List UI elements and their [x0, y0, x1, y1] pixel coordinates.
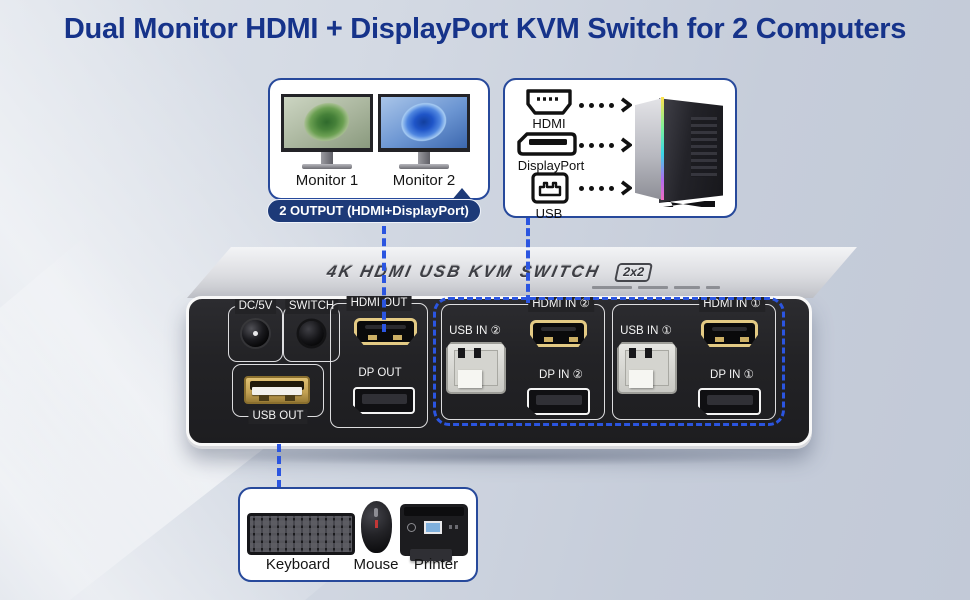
usb-out-port	[244, 376, 310, 404]
monitor-stand	[418, 152, 430, 164]
tower-feet	[663, 201, 715, 207]
monitor-2-label: Monitor 2	[392, 172, 456, 189]
hdmi-in-1-label: HDMI IN ①	[699, 297, 765, 312]
usb-in-1-label: USB IN ①	[620, 325, 672, 337]
output-badge: 2 OUTPUT (HDMI+DisplayPort)	[267, 199, 481, 223]
usb-in-1-port	[617, 342, 677, 394]
tower-vents	[691, 117, 717, 177]
connector-line-usb-out-to-peripherals	[277, 444, 281, 488]
tower-front-panel	[635, 98, 663, 200]
desktop-tower-image	[629, 95, 725, 207]
kvm-switch-top-surface: 4K HDMI USB KVM SWITCH 2x2	[187, 247, 857, 298]
keyboard-label: Keyboard	[265, 556, 331, 573]
tower-rgb-strip	[661, 97, 664, 200]
dotted-arrow-icon	[579, 180, 632, 196]
usb-connector-icon	[531, 172, 569, 204]
dp-out-label: DP OUT	[358, 367, 402, 379]
keyboard-image	[247, 513, 355, 555]
green-bloom-wallpaper	[292, 97, 362, 148]
usb-out-group: USB OUT	[232, 364, 324, 424]
dc-5v-label: DC/5V	[234, 299, 277, 314]
usb-in-2-port	[446, 342, 506, 394]
peripherals-box: Keyboard Mouse Printer	[238, 487, 478, 582]
connector-line-computer-to-inputs	[526, 217, 530, 303]
printer-image	[400, 504, 468, 561]
monitor-1-screen	[281, 94, 373, 152]
computer-2-input-group: USB IN ② HDMI IN ② DP IN ②	[441, 297, 605, 420]
usb-in-2-label: USB IN ②	[449, 325, 501, 337]
hdmi-source-label: HDMI	[532, 116, 566, 131]
dp-in-2-port	[527, 388, 590, 415]
usb-source-label: USB	[535, 206, 563, 221]
device-shadow	[205, 448, 805, 466]
hdmi-in-2-label: HDMI IN ②	[528, 297, 594, 312]
dp-in-1-label: DP IN ①	[710, 369, 754, 381]
mouse-wheel	[374, 508, 378, 517]
video-out-group: HDMI OUT DP OUT	[330, 296, 428, 428]
dotted-arrow-icon	[579, 97, 632, 113]
computer-1-input-group: USB IN ① HDMI IN ① DP IN ①	[612, 297, 776, 420]
dc-power-group: DC/5V	[228, 299, 283, 362]
monitor-2-screen	[378, 94, 470, 152]
dp-in-2-label: DP IN ②	[539, 369, 583, 381]
badge-pointer-triangle	[451, 188, 473, 201]
mouse-accent	[375, 520, 378, 528]
monitor-base	[302, 164, 352, 169]
dc-power-jack	[242, 320, 269, 347]
mouse-label: Mouse	[353, 556, 399, 573]
monitor-stand	[321, 152, 333, 164]
device-2x2-badge: 2x2	[614, 263, 654, 282]
device-fine-print	[592, 286, 720, 289]
usb-out-label: USB OUT	[248, 409, 308, 424]
monitor-1-image	[281, 94, 373, 169]
hdmi-in-2-port	[530, 320, 587, 347]
hdmi-in-1-port	[701, 320, 758, 347]
printer-label: Printer	[413, 556, 459, 573]
mouse-image	[361, 501, 392, 553]
switch-button	[299, 321, 324, 346]
dp-out-port	[353, 387, 415, 414]
displayport-connector-icon	[517, 132, 577, 156]
monitor-base	[399, 164, 449, 169]
dotted-arrow-icon	[579, 137, 632, 153]
tower-side-panel	[659, 98, 723, 203]
dp-in-1-port	[698, 388, 761, 415]
monitor-2-image	[378, 94, 470, 169]
hdmi-connector-icon	[526, 89, 572, 115]
input-sources-box: HDMI DisplayPort USB	[503, 78, 737, 221]
inputs-highlight-outline	[433, 297, 785, 426]
blue-bloom-wallpaper	[389, 97, 459, 148]
displayport-source-label: DisplayPort	[517, 158, 585, 173]
page-title: Dual Monitor HDMI + DisplayPort KVM Swit…	[63, 13, 907, 45]
hdmi-out-label: HDMI OUT	[346, 296, 412, 311]
device-model-text: 4K HDMI USB KVM SWITCH	[325, 263, 603, 281]
monitor-1-label: Monitor 1	[295, 172, 359, 189]
connector-line-monitors-to-hdmi-out	[382, 226, 386, 332]
output-monitors-box: Monitor 1 Monitor 2	[268, 78, 490, 200]
